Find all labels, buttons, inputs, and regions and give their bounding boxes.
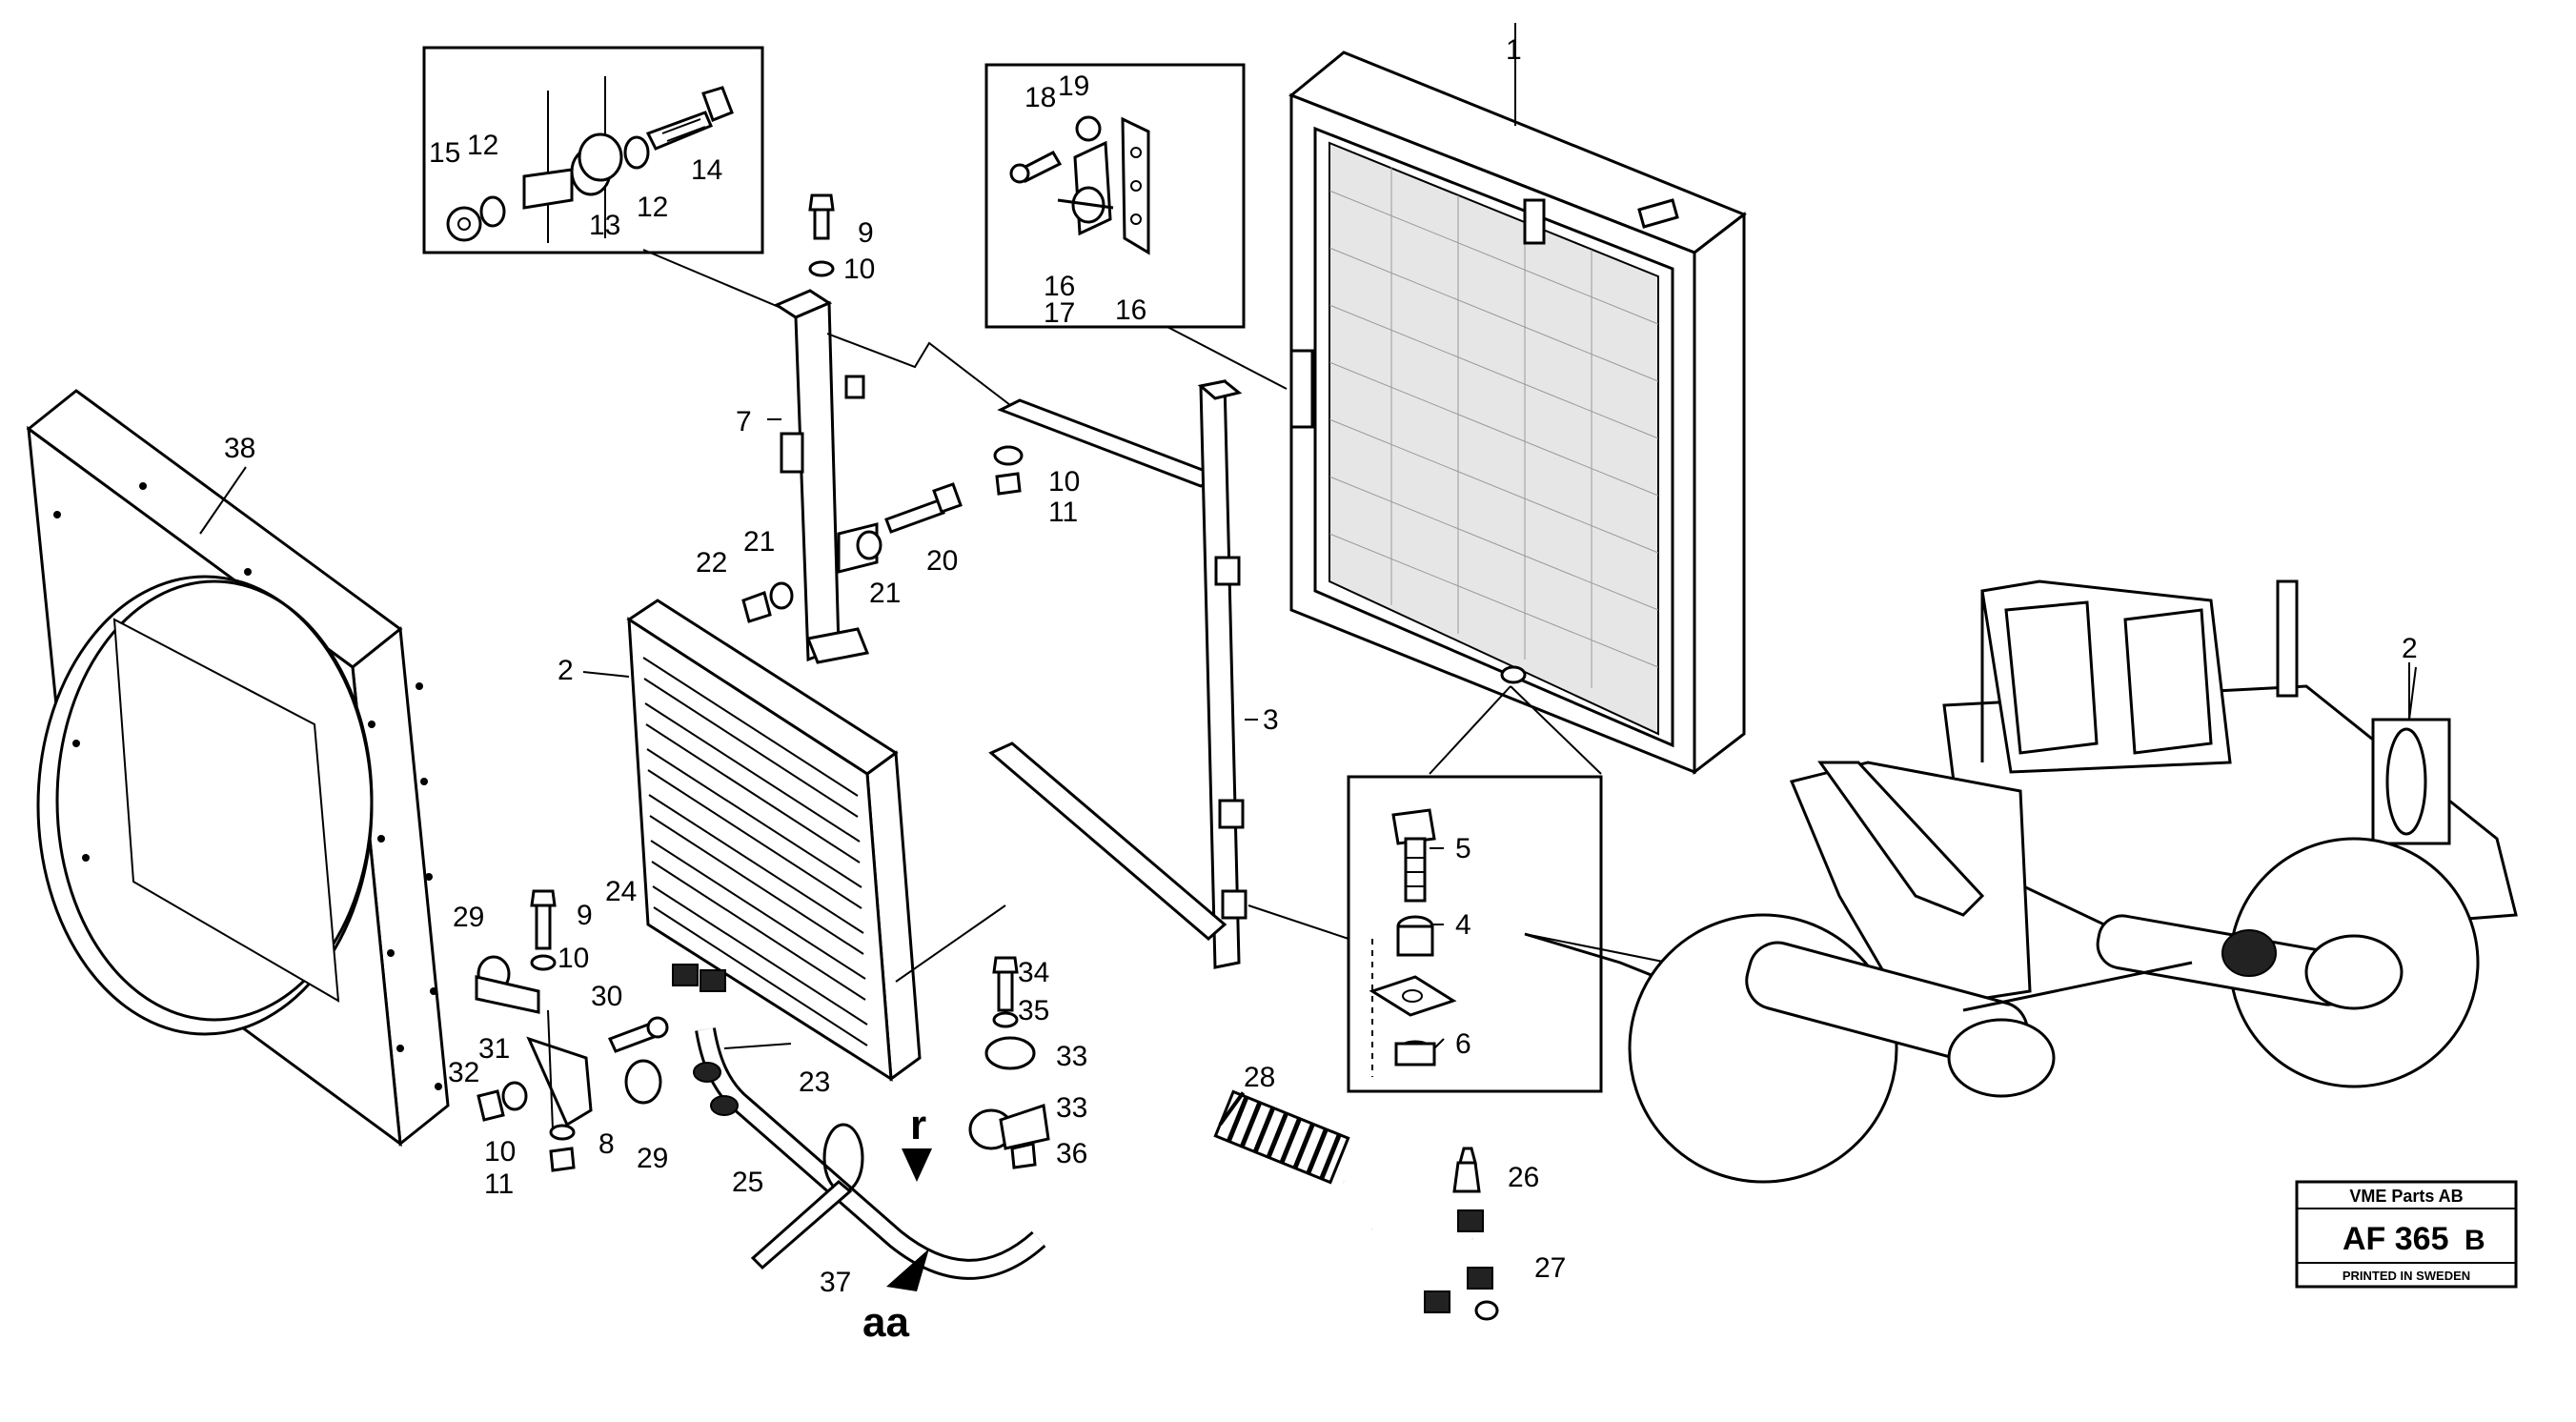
fasteners-10-11 <box>993 445 1024 496</box>
callout-29-left: 29 <box>453 902 484 933</box>
grille-frame-part-1 <box>1288 23 1747 776</box>
callout-36: 36 <box>1056 1138 1087 1169</box>
callout-14: 14 <box>691 154 722 186</box>
callout-11-frame: 11 <box>1048 497 1078 528</box>
callout-2-machine: 2 <box>2402 633 2418 664</box>
support-frame-part-3 <box>988 379 1349 969</box>
callout-12-right: 12 <box>637 192 668 223</box>
oil-cooler-part-2 <box>626 599 1006 1082</box>
callout-9-top: 9 <box>858 217 874 249</box>
title-block: VME Parts AB AF 365 B PRINTED IN SWEDEN <box>2295 1180 2518 1289</box>
callout-15: 15 <box>429 137 460 169</box>
callout-23: 23 <box>799 1066 830 1098</box>
callout-10-top: 10 <box>843 254 875 285</box>
callout-20: 20 <box>926 545 958 577</box>
title-code: AF 365 <box>2343 1221 2449 1257</box>
callout-35: 35 <box>1018 995 1049 1026</box>
callout-8: 8 <box>598 1128 615 1160</box>
callout-19: 19 <box>1058 71 1089 102</box>
callout-1: 1 <box>1506 34 1522 66</box>
callout-10-frame: 10 <box>1048 466 1080 498</box>
callout-29-right: 29 <box>637 1143 668 1174</box>
callout-24: 24 <box>605 876 637 907</box>
callout-4: 4 <box>1455 909 1471 941</box>
flow-direction-arrows <box>886 1148 932 1291</box>
callout-12-left: 12 <box>467 130 498 161</box>
oil-hoses-23-25-28 <box>672 964 1499 1321</box>
title-printed: PRINTED IN SWEDEN <box>2343 1269 2470 1283</box>
title-company: VME Parts AB <box>2349 1187 2463 1206</box>
callout-6: 6 <box>1455 1028 1471 1060</box>
callout-38: 38 <box>224 433 255 464</box>
fasteners-33-36 <box>968 956 1050 1169</box>
flow-mark-aa: aa <box>862 1299 909 1346</box>
callout-18: 18 <box>1024 82 1056 113</box>
callout-16-right: 16 <box>1115 295 1146 326</box>
callout-10-lower: 10 <box>558 943 589 974</box>
callout-2: 2 <box>558 655 574 686</box>
fasteners-20-22 <box>741 482 963 623</box>
callout-30: 30 <box>591 981 622 1012</box>
callout-28: 28 <box>1244 1062 1275 1093</box>
detail-box-hinge-fasteners <box>422 46 816 323</box>
callout-17: 17 <box>1044 297 1075 329</box>
callout-21-left: 21 <box>743 526 775 558</box>
callout-7: 7 <box>736 406 752 437</box>
detail-box-mounting-bolt <box>1347 775 1603 1093</box>
wheel-loader-illustration <box>1524 579 2518 1184</box>
callout-31: 31 <box>478 1033 510 1065</box>
callout-16-left: 16 <box>1044 271 1075 302</box>
callout-13: 13 <box>589 210 620 241</box>
callout-27: 27 <box>1534 1252 1566 1284</box>
title-revision: B <box>2464 1225 2485 1256</box>
callout-leaders <box>582 418 2417 1049</box>
fasteners-8-11-lower <box>475 889 669 1172</box>
callout-10-bottom: 10 <box>484 1136 516 1168</box>
fasteners-9-10-top <box>808 193 835 277</box>
callout-33-top: 33 <box>1056 1041 1087 1072</box>
callout-25: 25 <box>732 1167 763 1198</box>
detail-box-hinge-pin <box>984 63 1288 390</box>
callout-11-bottom: 11 <box>484 1168 514 1200</box>
cable-tie-part-37 <box>750 1123 864 1270</box>
callout-3: 3 <box>1263 704 1279 736</box>
callout-26: 26 <box>1508 1162 1539 1193</box>
callout-32: 32 <box>448 1057 479 1088</box>
flow-mark-r: r <box>910 1102 926 1148</box>
callout-33-bottom: 33 <box>1056 1092 1087 1124</box>
callout-37: 37 <box>820 1267 851 1298</box>
callout-22: 22 <box>696 547 727 579</box>
callout-34: 34 <box>1018 957 1049 988</box>
callout-9-lower: 9 <box>577 900 593 931</box>
fan-shroud-part-38 <box>26 389 450 1148</box>
callout-21-right: 21 <box>869 578 901 609</box>
callout-numbers: 1 2 2 3 4 5 6 7 8 9 9 10 10 10 10 11 11 … <box>224 34 2418 1346</box>
callout-5: 5 <box>1455 833 1471 864</box>
